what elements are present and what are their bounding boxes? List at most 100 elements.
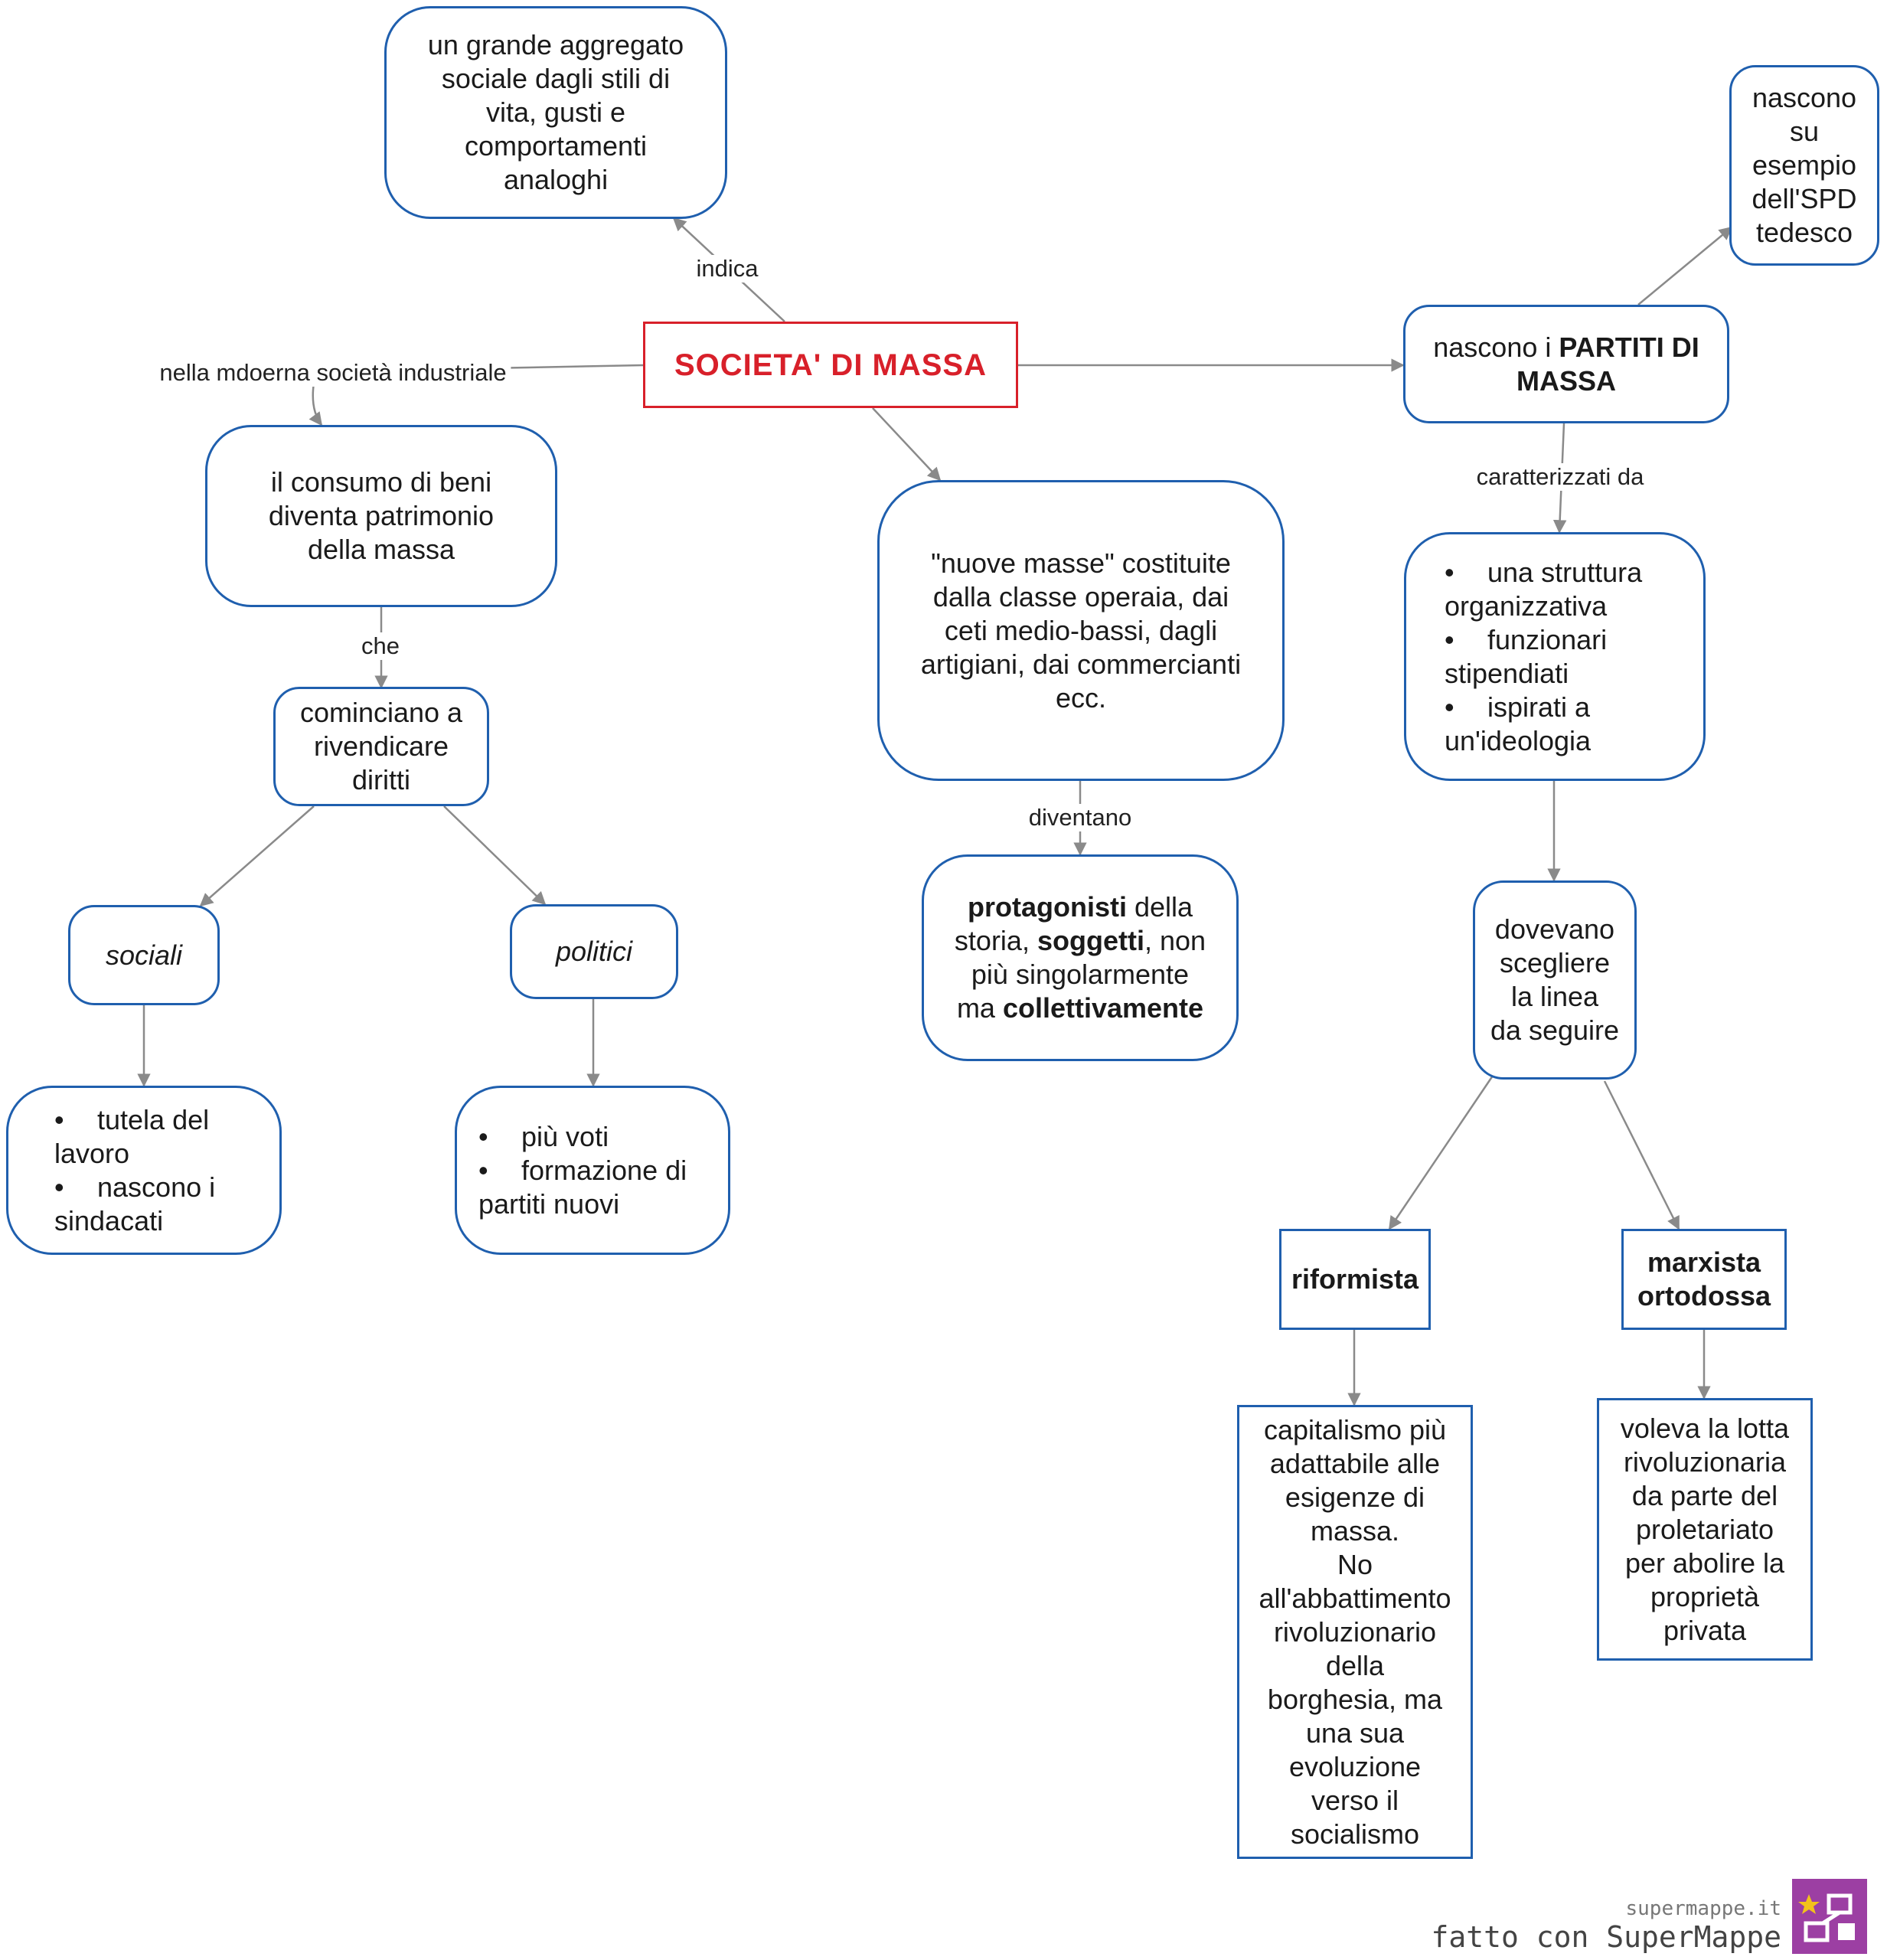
- line: privata: [1663, 1614, 1747, 1646]
- line: No: [1337, 1548, 1373, 1580]
- bullet-text: nascono i: [97, 1171, 216, 1203]
- line: marxista: [1647, 1246, 1761, 1278]
- line: da parte del: [1631, 1479, 1778, 1511]
- line: proprietà: [1650, 1580, 1760, 1612]
- line: scegliere: [1499, 947, 1611, 978]
- bullet-cont: sindacati: [54, 1204, 164, 1236]
- line: rivoluzionario: [1273, 1615, 1437, 1648]
- label: sociali: [105, 939, 183, 971]
- branding-url: supermappe.it: [1625, 1897, 1782, 1920]
- edge-linea-marxista: [1603, 1080, 1680, 1230]
- line: nascono i PARTITI DI: [1433, 331, 1699, 364]
- line: "nuove masse" costituite: [931, 547, 1231, 579]
- bold-term: protagonisti: [967, 891, 1127, 923]
- bullet-text: ispirati a: [1487, 691, 1591, 723]
- branding-text: supermappe.it fatto con SuperMappe: [1431, 1897, 1781, 1954]
- bullet-text: funzionari: [1487, 623, 1608, 655]
- node-sociali-list[interactable]: •tutela del lavoro •nascono i sindacati: [6, 1086, 282, 1255]
- node-consumo-beni[interactable]: il consumo di beni diventa patrimonio de…: [205, 425, 557, 607]
- line: una sua: [1305, 1717, 1405, 1749]
- edge-label-che: che: [357, 632, 404, 660]
- line: esempio: [1752, 149, 1857, 181]
- edge-linea-riformista: [1388, 1075, 1494, 1230]
- line: ceti medio-bassi, dagli: [944, 614, 1218, 646]
- node-partiti-di-massa[interactable]: nascono i PARTITI DI MASSA: [1403, 305, 1729, 423]
- root-node-societa-di-massa[interactable]: SOCIETA' DI MASSA: [643, 322, 1018, 408]
- label: politici: [555, 936, 633, 967]
- branding-made-with: fatto con SuperMappe: [1431, 1920, 1781, 1954]
- line: sociale dagli stili di: [441, 63, 671, 94]
- line: artigiani, dai commercianti: [920, 648, 1242, 680]
- node-sociali[interactable]: sociali: [68, 905, 220, 1005]
- line: adattabile alle: [1269, 1447, 1441, 1479]
- bullet-cont: organizzativa: [1445, 590, 1608, 622]
- text: storia,: [954, 925, 1030, 956]
- edge-rivendicare-politici: [443, 805, 547, 906]
- bullet-item: •tutela del: [54, 1103, 210, 1135]
- line: dell'SPD: [1752, 183, 1857, 214]
- line: esigenze di: [1285, 1481, 1425, 1513]
- line: da seguire: [1490, 1014, 1620, 1046]
- edge-root-nuove: [872, 407, 942, 482]
- supermappe-branding[interactable]: supermappe.it fatto con SuperMappe: [1431, 1879, 1867, 1954]
- bold-term: soggetti: [1037, 925, 1144, 956]
- bold-term: collettivamente: [1002, 992, 1204, 1024]
- line: voleva la lotta: [1620, 1412, 1790, 1444]
- line: socialismo: [1290, 1818, 1420, 1850]
- bullet-item: •più voti: [478, 1120, 609, 1152]
- bullet-text: una struttura: [1487, 556, 1643, 588]
- line: dalla classe operaia, dai: [932, 580, 1229, 612]
- line: diventa patrimonio: [268, 500, 495, 531]
- bullet-cont: stipendiati: [1445, 657, 1569, 689]
- node-marxista-ortodossa[interactable]: marxista ortodossa: [1621, 1229, 1787, 1330]
- edge-label-caratterizzati: caratterizzati da: [1471, 463, 1649, 491]
- bullet-text: più voti: [521, 1120, 609, 1152]
- line: vita, gusti e: [485, 96, 626, 128]
- line: della massa: [307, 534, 455, 565]
- bullet-item: •formazione di: [478, 1154, 687, 1186]
- line: su: [1789, 116, 1820, 147]
- node-scegliere-linea[interactable]: dovevano scegliere la linea da seguire: [1473, 880, 1637, 1080]
- node-caratteristiche-partiti[interactable]: •una struttura organizzativa •funzionari…: [1404, 532, 1706, 781]
- line: evoluzione: [1288, 1750, 1422, 1782]
- line: ecc.: [1055, 681, 1107, 714]
- line: più singolarmente: [971, 959, 1190, 990]
- line: analoghi: [503, 164, 609, 195]
- node-spd[interactable]: nascono su esempio dell'SPD tedesco: [1729, 65, 1879, 266]
- line: il consumo di beni: [270, 466, 492, 498]
- line: un grande aggregato: [427, 29, 684, 60]
- node-aggregato-sociale[interactable]: un grande aggregato sociale dagli stili …: [384, 6, 727, 219]
- line: per abolire la: [1624, 1547, 1785, 1579]
- line: all'abbattimento: [1259, 1582, 1451, 1614]
- line: ma collettivamente: [957, 991, 1203, 1025]
- text: della: [1134, 891, 1193, 923]
- node-lotta-rivoluzionaria[interactable]: voleva la lotta rivoluzionaria da parte …: [1597, 1398, 1813, 1661]
- line: massa.: [1310, 1514, 1400, 1547]
- text: , non: [1144, 925, 1206, 956]
- label: riformista: [1291, 1263, 1419, 1295]
- bullet-item: •ispirati a: [1445, 691, 1591, 723]
- bullet-text: formazione di: [521, 1154, 687, 1186]
- edge-label-indica: indica: [691, 255, 763, 283]
- line: tedesco: [1755, 217, 1853, 248]
- bullet-cont: un'ideologia: [1445, 724, 1592, 756]
- supermappe-logo-icon: [1792, 1879, 1867, 1954]
- bullet-item: •una struttura: [1445, 556, 1643, 588]
- edge-partiti-spd: [1637, 226, 1733, 305]
- node-politici[interactable]: politici: [510, 904, 678, 999]
- line: la linea: [1510, 981, 1599, 1012]
- logo-graphic: [1798, 1893, 1855, 1942]
- node-riformista[interactable]: riformista: [1279, 1229, 1431, 1330]
- node-protagonisti[interactable]: protagonisti della storia, soggetti, non…: [922, 854, 1239, 1061]
- line: verso il: [1311, 1784, 1399, 1816]
- text: ma: [956, 992, 995, 1024]
- line: comportamenti: [464, 130, 648, 162]
- node-capitalismo[interactable]: capitalismo più adattabile alle esigenze…: [1237, 1405, 1473, 1859]
- root-label: SOCIETA' DI MASSA: [674, 348, 987, 382]
- line: storia, soggetti, non: [955, 924, 1206, 958]
- node-rivendicare-diritti[interactable]: cominciano a rivendicare diritti: [273, 687, 489, 806]
- node-nuove-masse[interactable]: "nuove masse" costituite dalla classe op…: [877, 480, 1285, 781]
- node-politici-list[interactable]: •più voti •formazione di partiti nuovi: [455, 1086, 730, 1255]
- bullet-cont: lavoro: [54, 1137, 130, 1169]
- bold-term: MASSA: [1516, 364, 1616, 397]
